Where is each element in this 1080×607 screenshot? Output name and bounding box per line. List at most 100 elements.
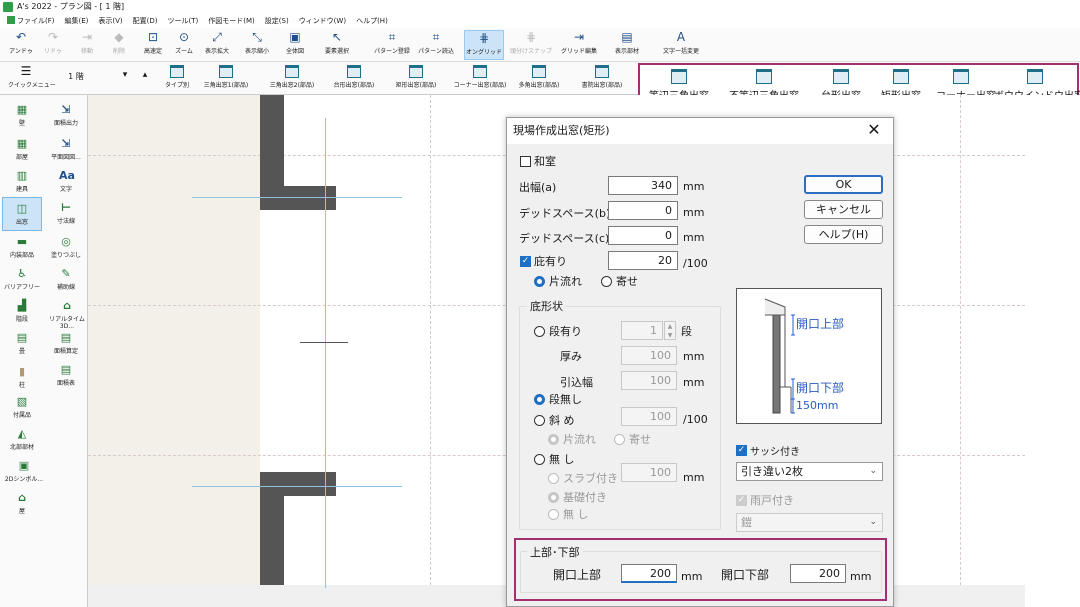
fit-all-button[interactable]: ▣全体図 — [280, 30, 310, 60]
snap-button[interactable]: ⋕頭分けスナップ — [508, 30, 554, 60]
label: 柱 — [18, 382, 25, 389]
pattern-save-button[interactable]: ⌗パターン登録 — [372, 30, 412, 60]
amado-select[interactable]: 鎧⌄ — [736, 513, 883, 532]
eave-input[interactable]: 20 — [608, 251, 678, 270]
undo-button[interactable]: ↶アンドゥ — [6, 30, 36, 60]
dan-input[interactable]: 1 — [621, 321, 663, 340]
menu-place[interactable]: 配置(D) — [132, 17, 158, 25]
sidebar-stairs[interactable]: ▟階段 — [2, 295, 42, 329]
menu-edit[interactable]: 編集(E) — [64, 17, 89, 25]
floor-selector[interactable]: 1 階 — [68, 72, 84, 81]
washitsu-label: 和室 — [534, 155, 556, 168]
sidebar-aux-line[interactable]: ✎補助線 — [46, 263, 86, 297]
shoin-part-button[interactable]: 書院出窓(部品) — [574, 65, 630, 93]
dead2-input[interactable]: 0 — [608, 226, 678, 245]
cancel-button[interactable]: キャンセル — [804, 200, 883, 219]
updown-group — [520, 551, 882, 593]
close-icon[interactable]: ✕ — [867, 120, 881, 139]
sidebar-area-table[interactable]: ▤面積表 — [46, 359, 86, 393]
redo-button[interactable]: ↷リドゥ — [38, 30, 68, 60]
ongrid-button[interactable]: ⋕オングリッド — [464, 30, 504, 60]
sidebar-fixture[interactable]: ▥建具 — [2, 165, 42, 199]
yose-radio[interactable] — [601, 276, 612, 287]
corner-part-button[interactable]: コーナー出窓(部品) — [450, 65, 510, 93]
sidebar-room[interactable]: ▦部屋 — [2, 133, 42, 167]
floor-up-button[interactable]: ▴ — [142, 70, 148, 80]
naname-yose-radio[interactable] — [614, 434, 625, 445]
delete-button[interactable]: ◆削除 — [104, 30, 134, 60]
trapezoid-part-button[interactable]: 台形出窓(部品) — [326, 65, 382, 93]
triangle1-part-button[interactable]: 三角出窓1(部品) — [196, 65, 256, 93]
zoom-in-button[interactable]: ⤢表示拡大 — [200, 30, 234, 60]
slab-radio[interactable] — [548, 473, 559, 484]
hikikomi-input[interactable]: 100 — [621, 371, 677, 390]
display-part-button[interactable]: ▤表示部材 — [610, 30, 644, 60]
help-button[interactable]: ヘルプ(H) — [804, 225, 883, 244]
pattern-load-button[interactable]: ⌗パターン読込 — [416, 30, 456, 60]
sidebar-2d-symbol[interactable]: ▣2Dシンボル... — [2, 455, 46, 489]
amado-checkbox[interactable]: ✓ — [736, 495, 747, 506]
sidebar-roof[interactable]: ⌂屋 — [2, 487, 42, 521]
top-input[interactable]: 200 — [621, 564, 677, 583]
sidebar-plan[interactable]: ⇲平面図図... — [46, 133, 86, 167]
fixed-button[interactable]: ⊡高速定 — [138, 30, 168, 60]
sidebar-barrier-free[interactable]: ♿バリアフリー — [2, 263, 42, 297]
dan-nashi-radio[interactable] — [534, 394, 545, 405]
sidebar-realtime-3d[interactable]: ⌂リアルタイム3D... — [46, 295, 88, 330]
sidebar-accessory[interactable]: ▧付属品 — [2, 391, 42, 425]
menu-drawmode[interactable]: 作図モード(M) — [208, 17, 255, 25]
naname-input[interactable]: 100 — [621, 407, 677, 426]
sash-select[interactable]: 引き違い2枚⌄ — [736, 462, 883, 481]
type-button[interactable]: タイプ別 — [162, 65, 192, 93]
polygon-part-button[interactable]: 多角出窓(部品) — [512, 65, 566, 93]
unit-label: mm — [683, 471, 705, 484]
sash-checkbox[interactable]: ✓ — [736, 445, 747, 456]
nashi2-radio[interactable] — [548, 509, 559, 520]
sidebar-fill[interactable]: ◎塗りつぶし — [46, 231, 86, 265]
move-button[interactable]: ⇥移動 — [72, 30, 102, 60]
select-button[interactable]: ↖要素選択 — [320, 30, 354, 60]
triangle2-part-button[interactable]: 三角出窓2(部品) — [262, 65, 322, 93]
menu-settings[interactable]: 設定(S) — [264, 17, 289, 25]
menu-tool[interactable]: ツール(T) — [167, 17, 199, 25]
menu-file[interactable]: ファイル(F) — [2, 14, 60, 28]
frame-icon: ▣ — [289, 30, 301, 44]
menu-window[interactable]: ウィンドウ(W) — [298, 17, 347, 25]
sidebar-area-output[interactable]: ⇲面積出力 — [46, 99, 86, 133]
wall-segment — [284, 186, 336, 210]
quick-menu-button[interactable]: ☰クイックメニュー — [8, 65, 56, 93]
sidebar-area-calc[interactable]: ▤面積算定 — [46, 327, 86, 361]
sidebar-wall[interactable]: ▦壁 — [2, 99, 42, 133]
katanagare-radio[interactable] — [534, 276, 545, 287]
sidebar-north-part[interactable]: ◭北部部材 — [2, 423, 42, 457]
menu-help[interactable]: ヘルプ(H) — [356, 17, 388, 25]
label: 多角出窓(部品) — [518, 82, 560, 89]
atsumi-input[interactable]: 100 — [621, 346, 677, 365]
floor-down-button[interactable]: ▾ — [122, 70, 128, 80]
sidebar-tatami[interactable]: ▤畳 — [2, 327, 42, 361]
eave-checkbox[interactable]: ✓ — [520, 256, 531, 267]
zoom-button[interactable]: ⊙ズーム — [170, 30, 198, 60]
sidebar-dimension[interactable]: ⊢寸法線 — [46, 197, 86, 231]
rect-part-button[interactable]: 矩形出窓(部品) — [388, 65, 444, 93]
dead1-input[interactable]: 0 — [608, 201, 678, 220]
bottom-input[interactable]: 200 — [790, 564, 846, 583]
kiso-radio[interactable] — [548, 492, 559, 503]
width-input[interactable]: 340 — [608, 176, 678, 195]
ok-button[interactable]: OK — [804, 175, 883, 194]
slab-input[interactable]: 100 — [621, 463, 677, 482]
washitsu-checkbox[interactable] — [520, 156, 531, 167]
naname-katanagare-radio[interactable] — [548, 434, 559, 445]
dan-ari-radio[interactable] — [534, 326, 545, 337]
zoom-out-button[interactable]: ⤡表示縮小 — [240, 30, 274, 60]
dan-spinner[interactable]: ▲▼ — [664, 321, 676, 340]
naname-radio[interactable] — [534, 415, 545, 426]
grid-edit-button[interactable]: ⇥グリッド編集 — [558, 30, 600, 60]
menu-view[interactable]: 表示(V) — [98, 17, 123, 25]
sidebar-bay-window[interactable]: ◫出窓 — [2, 197, 42, 231]
sidebar-pillar[interactable]: ▮柱 — [2, 361, 42, 395]
nashi-radio[interactable] — [534, 454, 545, 465]
sidebar-interior[interactable]: ▬内装部品 — [2, 231, 42, 265]
